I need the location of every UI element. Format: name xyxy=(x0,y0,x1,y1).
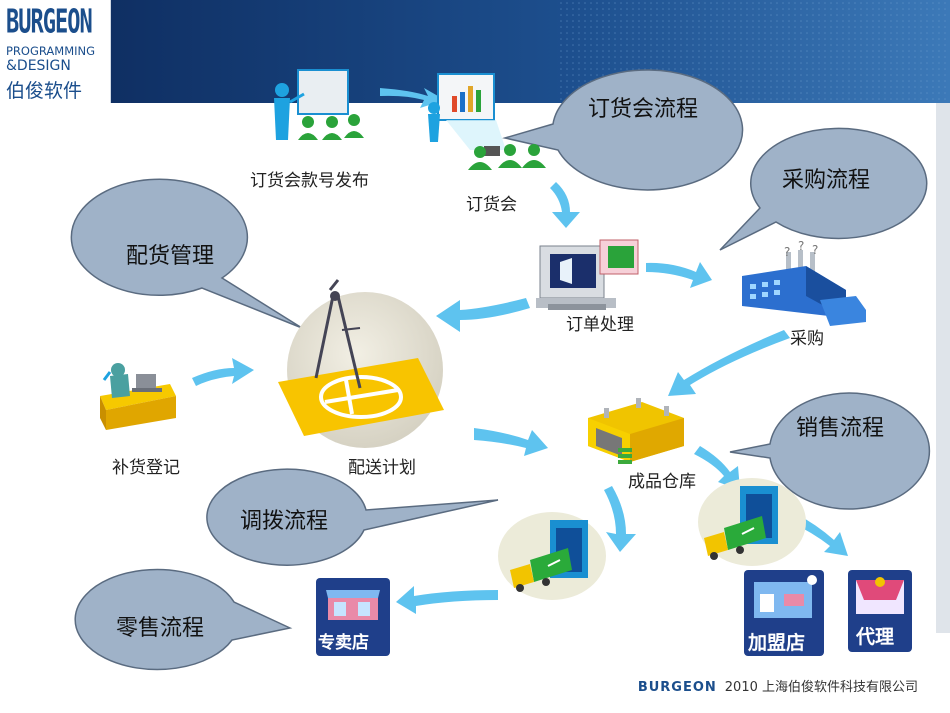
factory-icon: ? ? ? xyxy=(742,239,866,326)
callout-transfer-flow: 调拨流程 xyxy=(240,509,329,534)
direct-store-icon xyxy=(316,578,390,656)
company-logo: BURGEON PROGRAMMING &DESIGN 伯俊软件 xyxy=(0,0,111,103)
label-replenishment: 补货登记 xyxy=(112,458,180,478)
footer: BURGEON 2010 上海伯俊软件科技有限公司 xyxy=(638,676,918,695)
bubble-retail-flow xyxy=(74,568,293,671)
delivery-truck-icon-left xyxy=(498,512,606,600)
replenishment-desk-icon xyxy=(100,363,176,430)
arrow-replenish-to-plan xyxy=(192,358,254,386)
label-direct-store: 专卖店 xyxy=(318,633,369,653)
footer-brand: BURGEON xyxy=(637,680,717,695)
callout-purchasing-flow: 采购流程 xyxy=(782,168,871,193)
logo-brand: BURGEON xyxy=(6,4,93,42)
callout-sales-flow: 销售流程 xyxy=(796,416,885,441)
arrow-release-to-fair xyxy=(380,88,445,108)
label-ordering-fair: 订货会 xyxy=(466,195,517,215)
delivery-truck-icon-right xyxy=(698,478,806,566)
logo-line-chinese: 伯俊软件 xyxy=(6,80,83,102)
warehouse-icon xyxy=(588,398,684,464)
header-band xyxy=(110,0,950,633)
logo-line-programming: PROGRAMMING xyxy=(6,44,96,58)
distribution-plan-icon xyxy=(278,279,444,448)
footer-text: 2010 上海伯俊软件科技有限公司 xyxy=(724,680,918,695)
computer-icon xyxy=(536,239,639,310)
bubble-transfer-flow xyxy=(206,468,499,566)
callout-ordering-flow: 订货会流程 xyxy=(588,97,699,122)
presentation-board-icon xyxy=(274,69,364,140)
arrow-order-to-purchase xyxy=(646,262,712,288)
arrow-plan-to-warehouse xyxy=(474,428,548,456)
label-finished-warehouse: 成品仓库 xyxy=(628,472,696,492)
svg-text:?: ? xyxy=(784,245,790,259)
bubble-sales-flow xyxy=(729,392,931,510)
arrow-warehouse-to-truck-left xyxy=(604,486,636,552)
arrow-warehouse-to-truck-right xyxy=(694,446,740,490)
callout-bubbles xyxy=(70,69,931,671)
callout-allocation-mgmt: 配货管理 xyxy=(126,244,215,269)
arrow-purchase-to-warehouse xyxy=(668,330,790,396)
flow-arrows xyxy=(192,88,848,614)
label-franchise-store: 加盟店 xyxy=(748,632,806,654)
label-purchasing: 采购 xyxy=(790,329,824,349)
bubble-allocation-mgmt xyxy=(70,178,303,329)
franchise-store-icon xyxy=(744,570,824,656)
arrow-fair-to-order xyxy=(550,182,580,228)
arrow-order-to-plan xyxy=(436,298,530,332)
logo-line-design: &DESIGN xyxy=(6,58,71,74)
arrow-truck-to-store xyxy=(396,586,498,614)
svg-text:?: ? xyxy=(812,243,818,257)
agent-icon xyxy=(848,570,912,652)
bubble-purchasing-flow xyxy=(719,127,928,251)
label-style-release: 订货会款号发布 xyxy=(250,171,369,191)
ordering-fair-icon xyxy=(428,73,546,170)
label-order-processing: 订单处理 xyxy=(566,315,634,335)
bubble-ordering-flow xyxy=(502,69,744,191)
callout-retail-flow: 零售流程 xyxy=(116,616,205,641)
label-agent: 代理 xyxy=(856,626,895,648)
label-distribution-plan: 配送计划 xyxy=(348,458,416,478)
svg-text:?: ? xyxy=(798,239,804,253)
